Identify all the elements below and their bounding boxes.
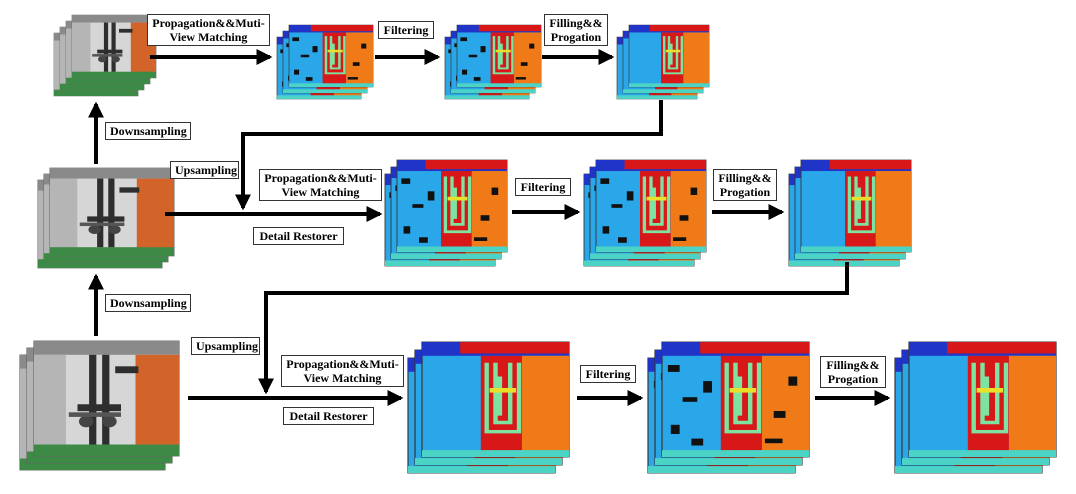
label-filtering-row1: Filtering [378,21,434,39]
label-downsampling-1: Downsampling [105,122,191,140]
label-text: Filtering [585,367,631,381]
label-line-1: Propagation&&Muti- [286,357,399,371]
label-text: Filtering [520,180,566,194]
label-filling-row1: Filling&& Progation [544,14,608,46]
label-line-2: Progation [719,185,771,199]
depth-stack-row3-matching [408,342,569,473]
label-line-1: Filling&& [718,171,772,185]
label-propagation-matching-row3: Propagation&&Muti- View Matching [281,355,404,387]
label-text: Upsampling [175,163,238,177]
depth-stack-row2-matching [385,160,507,266]
arrow-upsampling-1 [235,100,663,211]
depth-stack-row2-filtering [584,160,706,266]
label-downsampling-2: Downsampling [105,294,191,312]
label-text: Detail Restorer [259,229,338,243]
label-text: Downsampling [110,296,187,310]
input-photo-row3 [19,340,180,471]
depth-stack-row1-filtering [445,25,541,99]
depth-stack-row3-filtering [648,342,809,473]
label-upsampling-1: Upsampling [170,161,239,179]
label-line-2: Progation [827,372,879,386]
label-text: Detail Restorer [289,409,368,423]
label-line-2: View Matching [281,185,360,199]
label-upsampling-2: Upsampling [191,337,260,355]
label-propagation-matching-row2: Propagation&&Muti- View Matching [259,169,382,201]
label-line-1: Filling&& [826,358,880,372]
label-text: Filtering [383,23,429,37]
label-propagation-matching-row1: Propagation&&Muti- View Matching [147,14,270,46]
label-detail-restorer-row2: Detail Restorer [253,227,344,245]
input-photo-row1 [53,14,157,97]
label-text: Upsampling [196,339,259,353]
depth-stack-row2-filling [787,158,913,268]
depth-stack-row1-filling [615,23,711,101]
label-filtering-row2: Filtering [515,178,571,196]
label-line-1: Filling&& [549,16,603,30]
label-text: Downsampling [110,124,187,138]
label-filling-row2: Filling&& Progation [713,169,777,201]
label-filtering-row3: Filtering [580,365,636,383]
label-detail-restorer-row3: Detail Restorer [283,407,374,425]
depth-stack-row3-filling [895,342,1056,473]
label-line-2: View Matching [169,30,248,44]
depth-stack-row1-matching [277,25,373,99]
label-line-2: Progation [550,30,602,44]
label-filling-row3: Filling&& Progation [820,356,886,388]
input-photo-row2 [37,167,175,269]
label-line-2: View Matching [303,371,382,385]
label-line-1: Propagation&&Muti- [152,16,265,30]
arrow-upsampling-2 [258,262,849,395]
label-line-1: Propagation&&Muti- [264,171,377,185]
